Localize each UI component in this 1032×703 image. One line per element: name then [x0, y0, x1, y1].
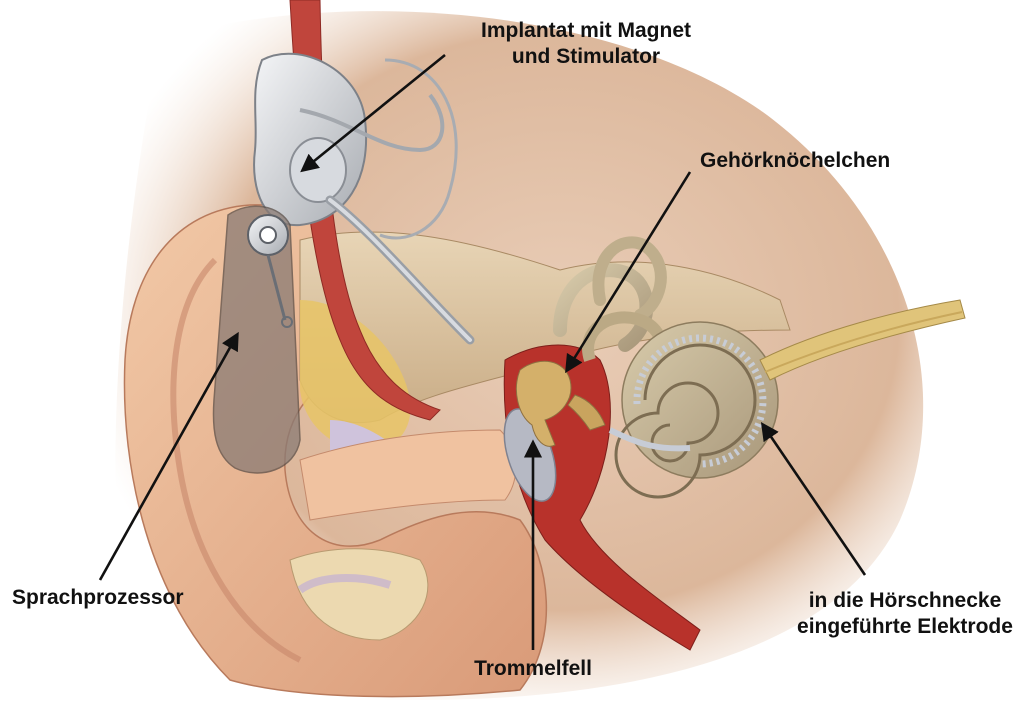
- label-implant-line2: und Stimulator: [446, 44, 726, 70]
- label-implant-line1: Implantat mit Magnet: [446, 18, 726, 44]
- label-ossicles: Gehörknöchelchen: [700, 148, 890, 174]
- label-electrode: in die Hörschnecke eingeführte Elektrode: [782, 588, 1028, 640]
- label-electrode-line1: in die Hörschnecke: [782, 588, 1028, 614]
- label-speech-processor-text: Sprachprozessor: [12, 586, 184, 609]
- label-eardrum-text: Trommelfell: [474, 657, 592, 680]
- label-speech-processor: Sprachprozessor: [12, 585, 184, 611]
- speech-processor-device: [213, 206, 300, 473]
- label-ossicles-text: Gehörknöchelchen: [700, 149, 890, 172]
- label-implant: Implantat mit Magnet und Stimulator: [446, 18, 726, 70]
- label-eardrum: Trommelfell: [443, 656, 623, 682]
- label-electrode-line2: eingeführte Elektrode: [782, 614, 1028, 640]
